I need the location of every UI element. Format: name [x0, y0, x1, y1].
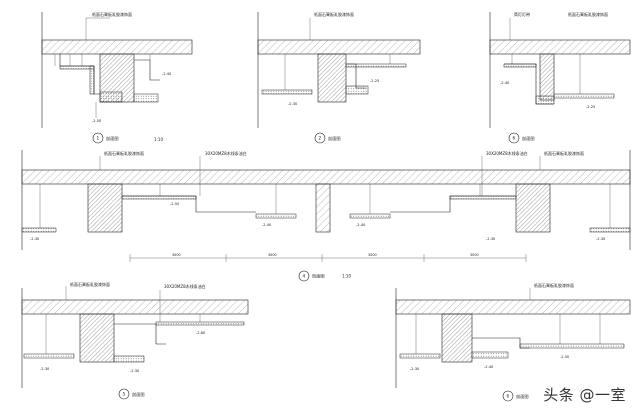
- section-tag: [118, 388, 130, 400]
- gypsum-board: [519, 343, 625, 349]
- elevation-mark: -2.50: [92, 119, 102, 123]
- section-scale: 1:10: [342, 274, 351, 279]
- concrete-beam: [87, 183, 123, 233]
- section-number: 6: [513, 136, 516, 141]
- elevation-mark: -2.50: [560, 355, 570, 359]
- concrete-beam: [441, 313, 473, 363]
- dimension-value: 3000: [172, 253, 181, 257]
- elevation-mark: -2.30: [410, 367, 420, 371]
- gypsum-board: [23, 353, 75, 359]
- annotation-label: 纸面石膏板乳胶漆饰面: [568, 11, 608, 17]
- ceiling-profile: [346, 63, 366, 89]
- elevation-mark: -2.40: [356, 223, 366, 227]
- section-number: 2: [319, 136, 322, 141]
- elevation-mark: -2.30: [596, 237, 606, 241]
- section-title: 剖面图: [106, 135, 119, 142]
- dimension-value: 3000: [470, 253, 479, 257]
- watermark-text: 头条 @一室: [543, 386, 626, 404]
- section-scale: 1:10: [154, 137, 163, 142]
- concrete-slab: [395, 299, 631, 315]
- elevation-mark: -2.50: [170, 202, 180, 206]
- light-trough: [133, 93, 159, 103]
- gypsum-board: [449, 195, 517, 200]
- gypsum-board: [399, 353, 441, 359]
- section-tag: [298, 270, 310, 282]
- detail-2: 纸面石膏板乳胶漆饰面 -2.30 -2.25 2 剖面图: [257, 11, 421, 144]
- annotation-label: 纸面石膏板乳胶漆饰面: [534, 282, 574, 288]
- concrete-slab: [21, 169, 631, 185]
- elevation-mark: -2.40: [262, 223, 272, 227]
- elevation-mark: -2.25: [370, 79, 379, 83]
- elevation-mark: -2.25: [586, 105, 595, 109]
- annotation-label: 30X20MZ8木线条油白: [205, 150, 247, 156]
- gypsum-board: [349, 213, 391, 219]
- annotation-label: 纸面石膏板乳胶漆饰面: [70, 281, 110, 287]
- gypsum-board: [261, 89, 313, 95]
- section-title: 剖面图: [522, 135, 535, 142]
- light-trough: [99, 91, 123, 103]
- dimension-value: 3000: [268, 253, 277, 257]
- concrete-slab: [257, 39, 421, 55]
- elevation-mark: -2.30: [40, 367, 50, 371]
- dimension-value: 3000: [368, 253, 377, 257]
- concrete-beam: [317, 53, 347, 103]
- section-tag: [314, 132, 326, 144]
- concrete-slab: [489, 39, 631, 55]
- section-title: 剖面图: [328, 135, 341, 142]
- gypsum-board: [121, 195, 197, 200]
- annotation-label: 筒灯灯带: [514, 11, 530, 17]
- elevation-mark: -2.60: [196, 331, 206, 335]
- concrete-slab: [21, 299, 249, 315]
- section-title: 剖面图: [516, 393, 529, 400]
- elevation-mark: -2.30: [288, 102, 298, 106]
- section-title: 剖面图: [132, 391, 145, 398]
- elevation-mark: -2.40: [500, 81, 510, 85]
- light-trough: [345, 85, 369, 95]
- concrete-beam: [79, 313, 115, 363]
- concrete-slab: [41, 39, 193, 55]
- section-number: 6: [507, 394, 510, 399]
- elevation-mark: -2.30: [130, 369, 140, 373]
- section-number: 4: [303, 274, 306, 279]
- section-tag: [502, 390, 514, 402]
- detail-4-long-section: 纸面石膏板乳胶漆饰面 30X20MZ8木线条油白 30X20MZ8木线条油白 纸…: [21, 137, 631, 282]
- section-tag: [92, 132, 104, 144]
- elevation-mark: -2.40: [162, 72, 172, 76]
- annotation-label: 30X20MZ8木线条油白: [164, 283, 206, 289]
- detail-6: 纸面石膏板乳胶漆饰面 -2.30 -2.40 -2.50 6 剖面图: [395, 282, 631, 402]
- section-tag: [508, 132, 520, 144]
- light-trough: [535, 95, 555, 105]
- section-number: 5: [123, 392, 126, 397]
- annotation-label: 纸面石膏板乳胶漆饰面: [544, 150, 584, 156]
- light-trough: [113, 355, 145, 363]
- gypsum-board: [345, 63, 407, 68]
- light-trough: [471, 351, 509, 359]
- detail-3: 筒灯灯带 纸面石膏板乳胶漆饰面 -2.25 -2.40 6 剖面图: [489, 11, 631, 144]
- annotation-label: 纸面石膏板乳胶漆饰面: [314, 11, 354, 17]
- annotation-label: 纸面石膏板乳胶漆饰面: [92, 11, 132, 17]
- annotation-label: 30X20MZ8木线条油白: [486, 150, 528, 156]
- elevation-mark: -2.30: [30, 237, 40, 241]
- section-title: 剖面图: [312, 273, 325, 280]
- gypsum-board: [255, 213, 297, 219]
- ceiling-profile: [134, 59, 160, 81]
- detail-1: 纸面石膏板乳胶漆饰面 -2.50 -2.40 1 剖面图: [41, 11, 193, 144]
- gypsum-board: [21, 227, 57, 233]
- section-number: 1: [97, 136, 100, 141]
- gypsum-board: [89, 65, 95, 95]
- gypsum-board: [553, 93, 615, 99]
- elevation-mark: -2.40: [484, 365, 494, 369]
- gypsum-board: [59, 65, 95, 70]
- gypsum-board: [589, 227, 631, 233]
- gypsum-board: [503, 63, 537, 68]
- annotation-label: 纸面石膏板乳胶漆饰面: [104, 150, 144, 156]
- gypsum-board: [155, 321, 245, 326]
- ceiling-profile: [114, 323, 166, 345]
- concrete-beam: [539, 53, 555, 101]
- column: [315, 183, 331, 233]
- concrete-beam: [515, 183, 551, 233]
- detail-5: 纸面石膏板乳胶漆饰面 30X20MZ8木线条油白 -2.30 -2.30 -2.…: [21, 281, 249, 400]
- elevation-mark: -2.30: [486, 237, 496, 241]
